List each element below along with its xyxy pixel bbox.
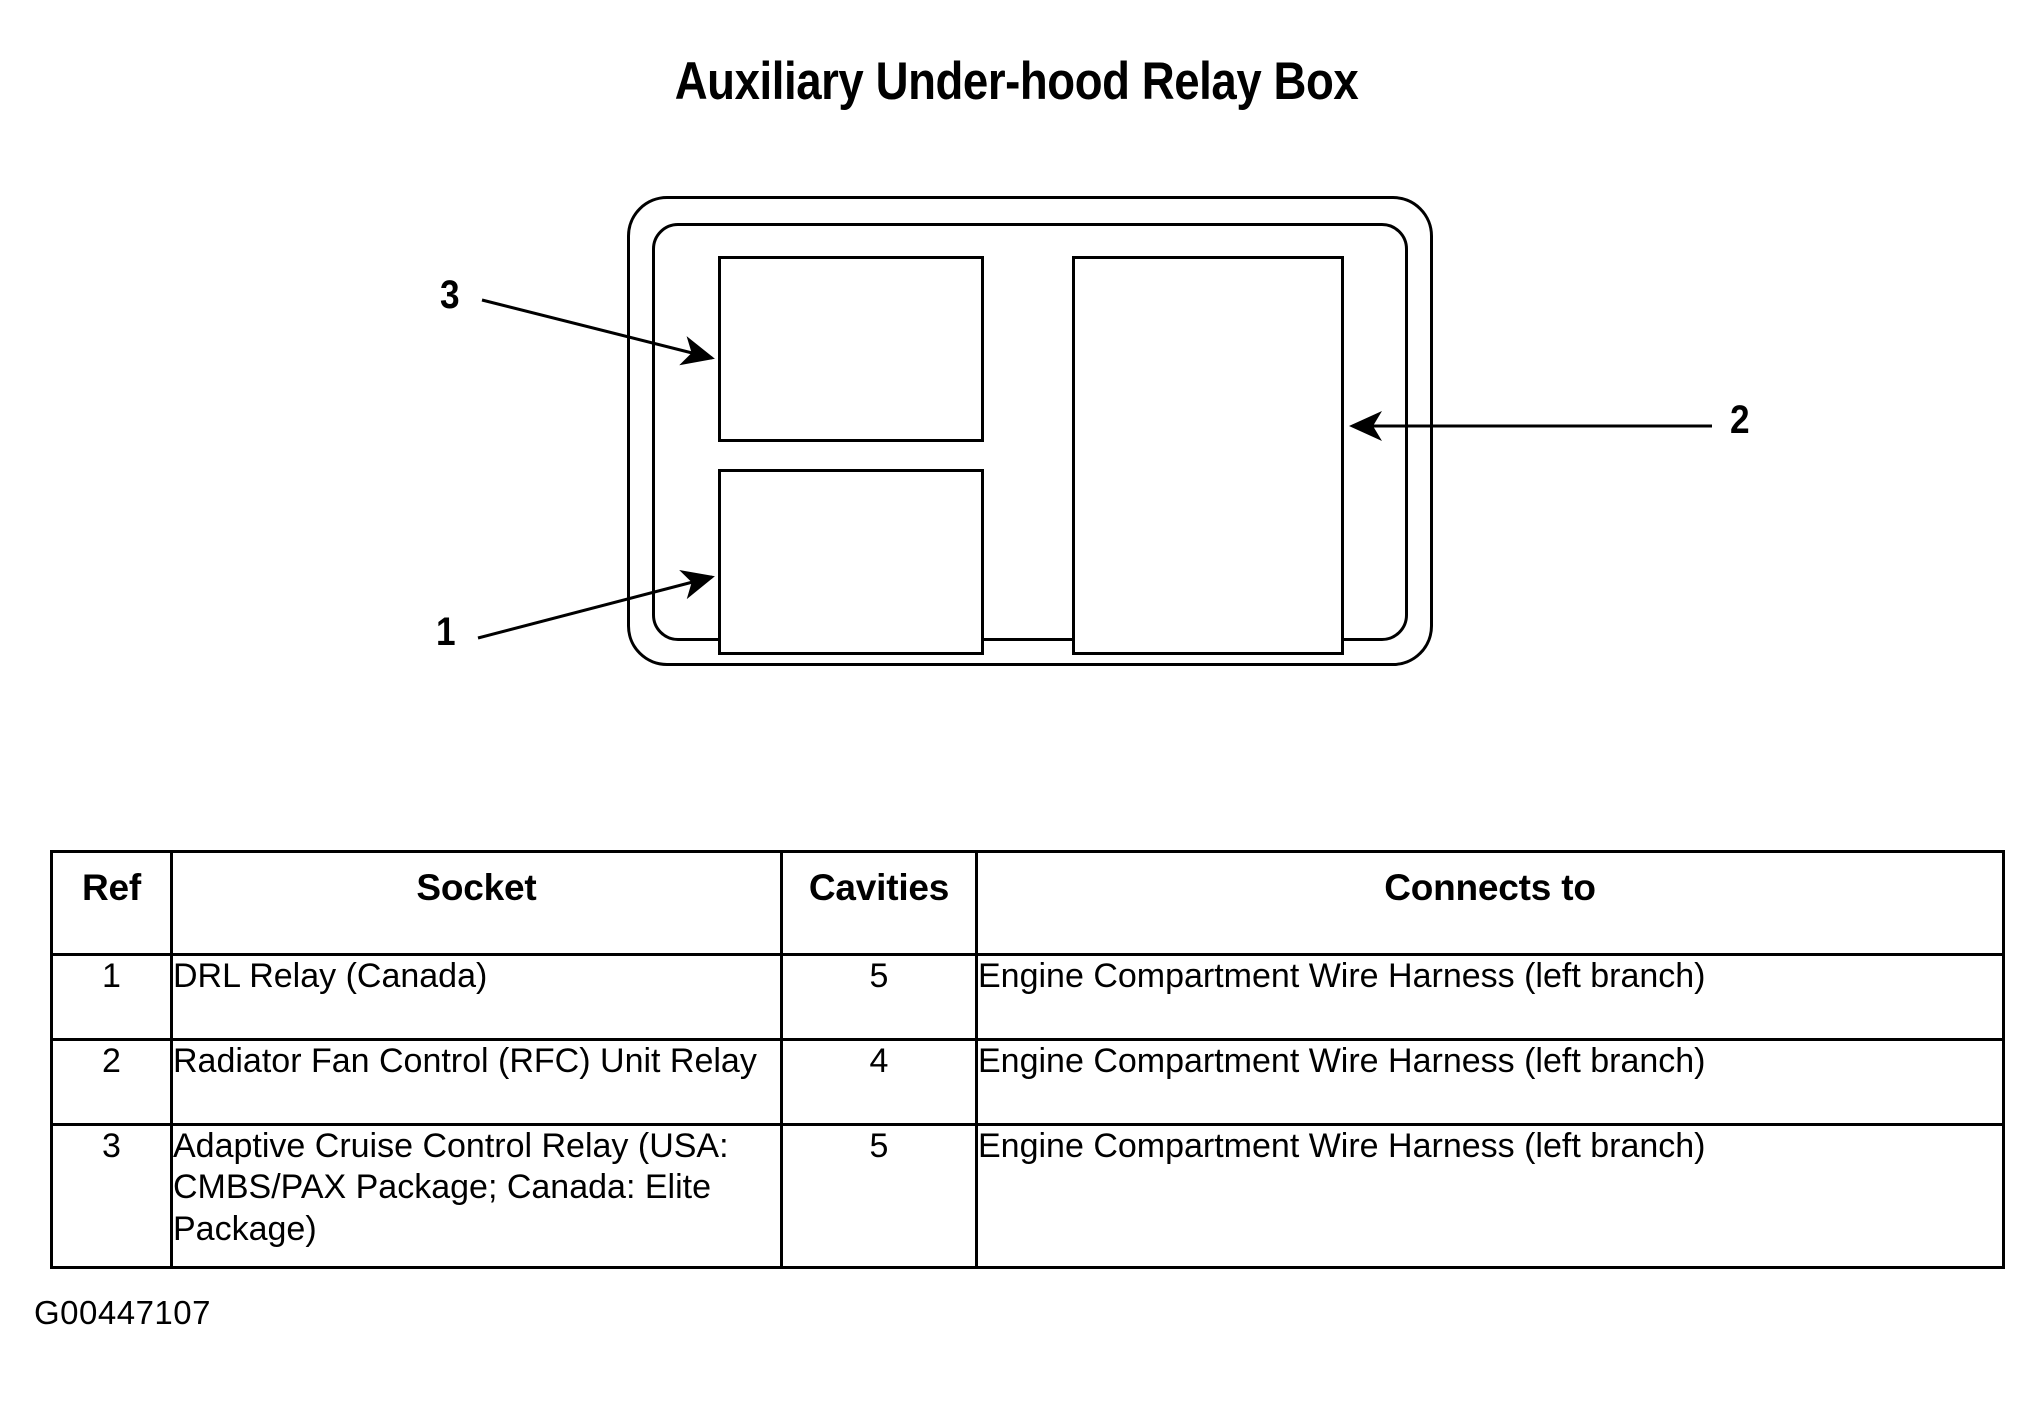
table-header-row: Ref Socket Cavities Connects to — [50, 850, 2005, 956]
table-row: 2 Radiator Fan Control (RFC) Unit Relay … — [50, 1038, 2005, 1126]
callout-label-2: 2 — [1730, 398, 1750, 442]
table-row: 3 Adaptive Cruise Control Relay (USA: CM… — [50, 1122, 2005, 1270]
cell-cavities: 5 — [780, 953, 978, 1041]
column-header-socket: Socket — [170, 850, 783, 956]
cell-connects-to: Engine Compartment Wire Harness (left br… — [975, 1038, 2005, 1126]
cell-ref: 3 — [50, 1122, 173, 1270]
cell-socket: DRL Relay (Canada) — [170, 953, 783, 1041]
cell-connects-to: Engine Compartment Wire Harness (left br… — [975, 1122, 2005, 1270]
page-title: Auxiliary Under-hood Relay Box — [674, 52, 1359, 111]
figure-code: G00447107 — [34, 1294, 211, 1331]
cell-socket: Radiator Fan Control (RFC) Unit Relay — [170, 1038, 783, 1126]
cell-connects-to: Engine Compartment Wire Harness (left br… — [975, 953, 2005, 1041]
socket-right[interactable] — [1072, 256, 1344, 655]
column-header-cavities: Cavities — [780, 850, 978, 956]
relay-socket-table: Ref Socket Cavities Connects to 1 DRL Re… — [50, 850, 2005, 1270]
callout-label-1: 1 — [436, 610, 456, 654]
column-header-ref: Ref — [50, 850, 173, 956]
cell-ref: 1 — [50, 953, 173, 1041]
cell-ref: 2 — [50, 1038, 173, 1126]
callout-label-3: 3 — [440, 273, 460, 317]
socket-top-left[interactable] — [718, 256, 984, 442]
table-row: 1 DRL Relay (Canada) 5 Engine Compartmen… — [50, 953, 2005, 1041]
column-header-connects-to: Connects to — [975, 850, 2005, 956]
cell-cavities: 5 — [780, 1122, 978, 1270]
relay-box-inner-shell — [652, 223, 1408, 641]
cell-socket: Adaptive Cruise Control Relay (USA: CMBS… — [170, 1122, 783, 1270]
relay-box-diagram — [0, 150, 2033, 710]
socket-bottom-left[interactable] — [718, 469, 984, 655]
cell-cavities: 4 — [780, 1038, 978, 1126]
